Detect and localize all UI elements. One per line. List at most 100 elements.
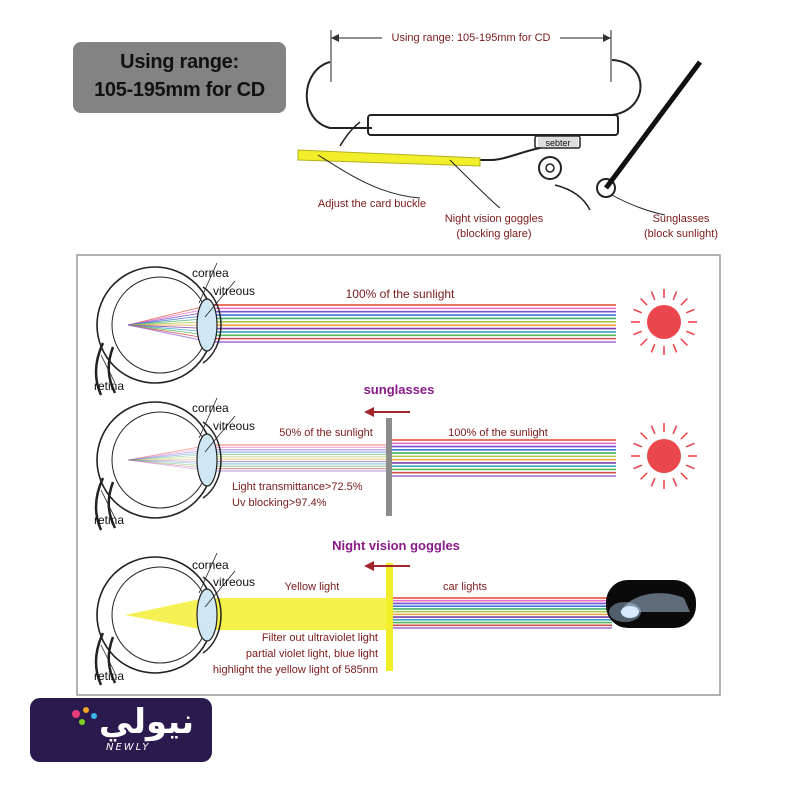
- sun-ray: [680, 472, 688, 480]
- light-ray-converge: [127, 459, 211, 467]
- panel2-title: sunglasses: [364, 382, 435, 397]
- light-ray-converge: [127, 304, 211, 326]
- sun-ray: [685, 442, 695, 448]
- panel3-title: Night vision goggles: [332, 538, 460, 553]
- arrow-icon-2: [364, 561, 410, 571]
- sun-icon: [631, 289, 697, 355]
- callout-night-vision-1: Night vision goggles: [445, 213, 544, 225]
- pointer-line: [198, 552, 218, 594]
- night-vision-lens: [386, 563, 393, 671]
- lens: [196, 298, 218, 352]
- panel2-vitreous-label: vitreous: [213, 419, 255, 433]
- panel2-spec-2: Uv blocking>97.4%: [232, 497, 327, 509]
- panel2-light-beams: [127, 439, 616, 477]
- panel1-vitreous-label: vitreous: [213, 284, 255, 298]
- sun-ray: [650, 291, 656, 301]
- panel2-right-label: 100% of the sunlight: [448, 427, 548, 439]
- light-ray-converge: [127, 324, 211, 329]
- sun-ray: [640, 338, 648, 346]
- car-icon: [606, 580, 696, 628]
- sun-ray: [685, 464, 695, 470]
- panel3-retina-label: retina: [94, 669, 124, 683]
- panel1-retina-label: retina: [94, 379, 124, 393]
- light-ray-converge: [127, 459, 211, 472]
- callout-night-vision-2: (blocking glare): [456, 228, 531, 240]
- light-ray-converge: [127, 311, 211, 326]
- sun-ray: [633, 330, 643, 336]
- light-ray-converge: [127, 447, 211, 461]
- callout-sunglasses-2: (block sunlight): [644, 228, 718, 240]
- panel2-spec-1: Light transmittance>72.5%: [232, 481, 363, 493]
- panel1-cornea-label: cornea: [192, 266, 229, 280]
- optic-nerve: [94, 342, 105, 396]
- logo-dots-icon: [72, 707, 97, 725]
- logo-word: نيولي: [98, 702, 194, 742]
- cornea: [202, 421, 222, 499]
- panel3-light-beams: [125, 597, 612, 630]
- optic-nerve: [94, 632, 105, 686]
- brand-tag: sebter: [545, 138, 570, 148]
- optic-nerve: [94, 477, 105, 531]
- sun-icon-2: [631, 423, 697, 489]
- callout-sunglasses-1: Sunglasses: [653, 213, 710, 225]
- light-ray-converge: [127, 459, 211, 469]
- light-ray-converge: [127, 456, 211, 461]
- sun-disc: [647, 305, 681, 339]
- light-ray-converge: [127, 458, 211, 461]
- sun-ray: [672, 343, 678, 353]
- sun-ray: [640, 298, 648, 306]
- light-ray-converge: [127, 324, 211, 340]
- range-line-2: 105-195mm for CD: [94, 79, 265, 101]
- panel2-retina-label: retina: [94, 513, 124, 527]
- sun-ray: [680, 338, 688, 346]
- pointer-line: [198, 397, 218, 439]
- panel2-cornea-label: cornea: [192, 401, 229, 415]
- light-ray-converge: [127, 314, 211, 326]
- sun-ray: [633, 464, 643, 470]
- panel3-note-3: highlight the yellow light of 585nm: [213, 664, 378, 676]
- cornea: [202, 576, 222, 654]
- sun-ray: [680, 298, 688, 306]
- light-ray-converge: [127, 321, 211, 326]
- light-ray-converge: [127, 324, 211, 336]
- pointer-line: [204, 415, 236, 453]
- sun-ray: [685, 330, 695, 336]
- panel3-car-label: car lights: [443, 581, 488, 593]
- light-ray-converge: [127, 307, 211, 326]
- sun-ray: [650, 425, 656, 435]
- sun-ray: [672, 425, 678, 435]
- pointer-line: [204, 570, 236, 608]
- cornea: [202, 286, 222, 364]
- sun-ray: [685, 308, 695, 314]
- panel1-light-beams: [127, 304, 616, 343]
- yellow-light-band: [205, 598, 386, 630]
- sun-ray: [650, 343, 656, 353]
- pointer-line: [204, 280, 236, 318]
- light-ray-converge: [127, 449, 211, 461]
- pointer-line: [100, 354, 116, 384]
- sun-ray: [650, 477, 656, 487]
- panel3-note-2: partial violet light, blue light: [246, 648, 378, 660]
- pointer-line: [198, 262, 218, 304]
- panel2-left-label: 50% of the sunlight: [279, 427, 373, 439]
- sun-ray: [640, 432, 648, 440]
- lens: [196, 588, 218, 642]
- lens: [196, 433, 218, 487]
- logo-sub: NEWLY: [106, 742, 151, 753]
- pointer-line: [100, 644, 116, 674]
- panel1-sunlight-label: 100% of the sunlight: [346, 287, 455, 301]
- eye-illustration-2: [94, 397, 236, 531]
- sun-ray: [672, 477, 678, 487]
- range-line-1: Using range:: [120, 51, 239, 73]
- sun-ray: [672, 291, 678, 301]
- light-ray-converge: [127, 451, 211, 461]
- panel3-note-1: Filter out ultraviolet light: [262, 632, 378, 644]
- light-ray-converge: [127, 318, 211, 326]
- sun-ray: [633, 442, 643, 448]
- clip-product-drawing: [297, 30, 703, 216]
- light-ray-converge: [127, 459, 211, 465]
- using-range-box: Using range: 105-195mm for CD: [73, 42, 286, 113]
- sunglasses-lens: [386, 418, 392, 516]
